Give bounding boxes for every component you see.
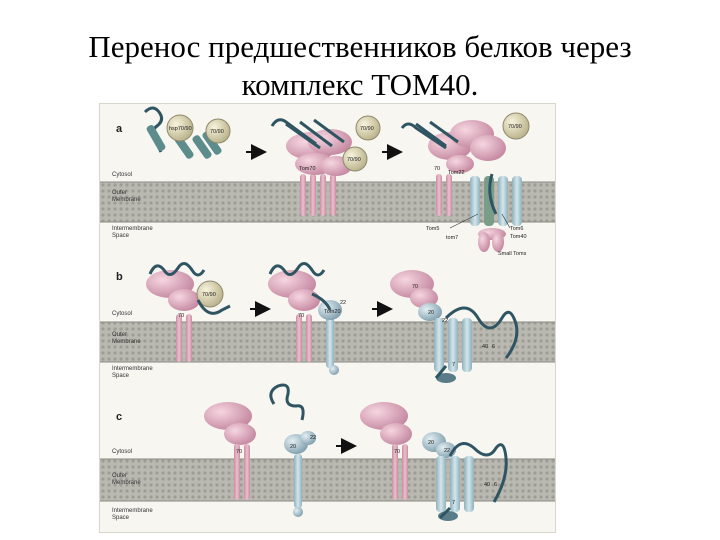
cytosol-label-c: Cytosol — [112, 449, 132, 455]
panel-a: a Cytosol Outer Membrane Intermembrane S… — [100, 106, 555, 257]
precursor-bound-a2 — [400, 120, 498, 215]
tom40-label-a: Tom40 — [510, 234, 527, 240]
space-label-a: Space — [112, 233, 130, 239]
r20-label-c2: 20 — [428, 440, 434, 446]
r22-label-b3: 22 — [442, 318, 448, 324]
membrane-label-b: Membrane — [112, 339, 141, 345]
chaperone-b1 — [196, 280, 224, 308]
r70-label-b3: 70 — [412, 284, 418, 290]
tom70-c1 — [204, 402, 256, 500]
panel-c: c Cytosol Outer Membrane Intermembrane S… — [100, 383, 555, 521]
chaperone-label-a5: 70/90 — [508, 124, 522, 130]
tom22-label-a: Tom22 — [448, 170, 465, 176]
tom20-tom22-c2 — [269, 383, 316, 517]
outer-label-c: Outer — [112, 473, 127, 479]
chaperone-a4 — [342, 146, 368, 172]
hsp70-90-chaperone — [166, 114, 194, 142]
chaperone-a3 — [355, 115, 381, 141]
r22-label-b: 22 — [340, 300, 346, 306]
tom70-b1 — [146, 262, 206, 362]
tom-complex-a — [428, 120, 522, 252]
membrane-label-c: Membrane — [112, 480, 141, 486]
chaperone-label-a4: 70/90 — [347, 157, 361, 163]
chaperone-a5 — [502, 112, 530, 140]
panel-b-letter: b — [116, 271, 123, 283]
tom6-label-a: Tom6 — [510, 226, 523, 232]
title-line-1: Перенос предшественников белков через — [88, 29, 632, 64]
cytosol-label-a: Cytosol — [112, 172, 132, 178]
tom5-label-a: Tom5 — [426, 226, 439, 232]
tom20-label-b: Tom20 — [324, 309, 341, 315]
ims-label-b: Intermembrane — [112, 366, 153, 372]
space-label-b: Space — [112, 373, 130, 379]
precursor-protein-a1 — [143, 106, 222, 159]
chaperone-label-b: 70/90 — [202, 292, 216, 298]
small-toms-label: Small Toms — [498, 251, 527, 257]
r20-label-b: 20 — [428, 310, 434, 316]
outer-label-a: Outer — [112, 190, 127, 196]
membrane-label-a: Membrane — [112, 197, 141, 203]
r70-label-c2: 70 — [394, 449, 400, 455]
figure-svg: a Cytosol Outer Membrane Intermembrane S… — [100, 106, 555, 521]
r6-label-c: 6 — [494, 482, 497, 488]
cytosol-label-b: Cytosol — [112, 311, 132, 317]
r6-label-b: 6 — [492, 344, 495, 350]
precursor-bound-a — [270, 118, 345, 150]
space-label-c: Space — [112, 515, 130, 521]
title-line-2: комплекс TOM40. — [241, 67, 479, 102]
r40-label-c: 40 — [484, 482, 490, 488]
r70-label-a: 70 — [434, 166, 440, 172]
r70-label-b2: 70 — [298, 313, 304, 319]
ims-label-c: Intermembrane — [112, 508, 153, 514]
r70-label-b1: 70 — [178, 313, 184, 319]
r40-label-b: 40 — [482, 344, 488, 350]
tom70-label-a: Tom70 — [299, 166, 316, 172]
tom-complex-c3 — [360, 402, 508, 521]
slide-title: Перенос предшественников белков через ко… — [0, 28, 720, 104]
chaperone-label-a3: 70/90 — [360, 126, 374, 132]
chaperone-70-90-a2 — [205, 118, 231, 144]
outer-membrane-c — [100, 459, 555, 501]
hsp-label: hsp70/90 — [169, 126, 192, 132]
panel-c-letter: c — [116, 411, 122, 423]
r7-label-c: 7 — [452, 500, 455, 506]
panel-b: b Cytosol Outer Membrane Intermembrane S… — [100, 262, 555, 383]
r22-label-c: 22 — [310, 435, 316, 441]
tom70-tom20-b2 — [268, 262, 342, 375]
r7-label-b: 7 — [452, 362, 455, 368]
r20-label-c: 20 — [290, 444, 296, 450]
tom-complex-b3 — [390, 270, 519, 383]
chaperone-label-a2: 70/90 — [210, 129, 224, 135]
ims-label-a: Intermembrane — [112, 226, 153, 232]
r22-label-c2: 22 — [444, 448, 450, 454]
panel-a-letter: a — [116, 123, 123, 135]
tom40-import-figure: a Cytosol Outer Membrane Intermembrane S… — [99, 103, 556, 533]
r70-label-c1: 70 — [236, 449, 242, 455]
outer-label-b: Outer — [112, 332, 127, 338]
tom7-label-a: tom7 — [446, 235, 458, 241]
